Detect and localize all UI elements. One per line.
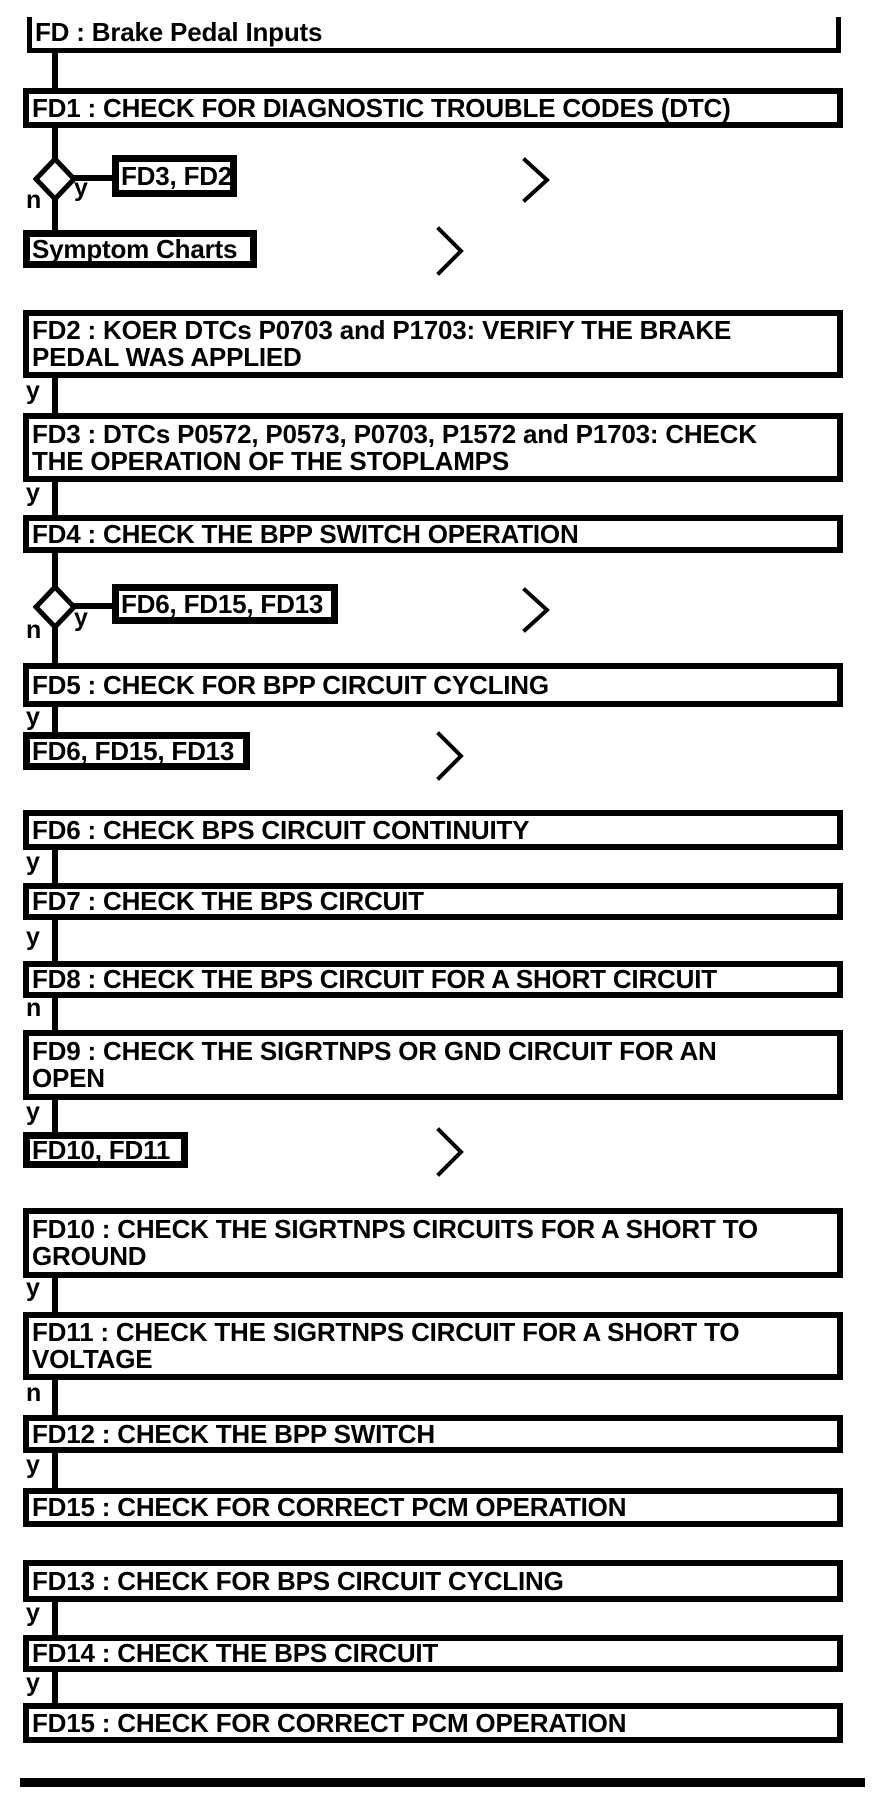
branch-target-box-fd1-yes: FD3, FD2	[112, 155, 237, 197]
step-box-fd3: FD3 : DTCs P0572, P0573, P0703, P1572 an…	[23, 413, 843, 482]
connector-line	[72, 603, 112, 609]
connector-line	[52, 850, 58, 883]
bottom-divider-rule	[20, 1778, 865, 1787]
step-box-fd15-a: FD15 : CHECK FOR CORRECT PCM OPERATION	[23, 1488, 843, 1527]
connector-line	[52, 378, 58, 413]
step-box-fd11: FD11 : CHECK THE SIGRTNPS CIRCUIT FOR A …	[23, 1312, 843, 1380]
chevron-right-icon	[522, 587, 550, 633]
connector-line	[52, 707, 58, 732]
edge-label-no: n	[26, 186, 42, 214]
step-box-fd8: FD8 : CHECK THE BPS CIRCUIT FOR A SHORT …	[23, 961, 843, 998]
chevron-right-icon	[436, 731, 464, 781]
edge-label-yes: y	[26, 1098, 40, 1126]
step-box-fd6: FD6 : CHECK BPS CIRCUIT CONTINUITY	[23, 810, 843, 850]
connector-line	[52, 1602, 58, 1635]
edge-label-no: n	[26, 1379, 42, 1407]
edge-label-yes: y	[26, 703, 40, 731]
chevron-right-icon	[436, 226, 464, 276]
connector-line	[52, 553, 58, 589]
connector-line	[72, 175, 112, 181]
connector-line	[52, 197, 58, 230]
step-box-fd5: FD5 : CHECK FOR BPP CIRCUIT CYCLING	[23, 663, 843, 707]
edge-label-yes: y	[26, 479, 40, 507]
edge-label-yes: y	[26, 848, 40, 876]
step-box-fd15-b: FD15 : CHECK FOR CORRECT PCM OPERATION	[23, 1703, 843, 1743]
edge-label-yes: y	[26, 923, 40, 951]
step-box-fd7: FD7 : CHECK THE BPS CIRCUIT	[23, 883, 843, 920]
connector-line	[52, 128, 58, 162]
edge-label-yes: y	[74, 604, 88, 632]
connector-line	[52, 920, 58, 961]
branch-target-box-fd1-no: Symptom Charts	[23, 230, 257, 268]
flow-title-box: FD : Brake Pedal Inputs	[27, 17, 841, 53]
connector-line	[52, 52, 58, 88]
step-box-fd9: FD9 : CHECK THE SIGRTNPS OR GND CIRCUIT …	[23, 1030, 843, 1100]
step-box-fd10: FD10 : CHECK THE SIGRTNPS CIRCUITS FOR A…	[23, 1208, 843, 1278]
connector-line	[52, 1278, 58, 1312]
connector-line	[52, 1453, 58, 1488]
edge-label-no: n	[26, 616, 42, 644]
step-box-fd13: FD13 : CHECK FOR BPS CIRCUIT CYCLING	[23, 1560, 843, 1602]
branch-target-box-fd4-yes: FD6, FD15, FD13	[112, 584, 338, 624]
step-box-fd4: FD4 : CHECK THE BPP SWITCH OPERATION	[23, 515, 843, 553]
edge-label-yes: y	[26, 1599, 40, 1627]
chevron-right-icon	[522, 157, 550, 203]
edge-label-yes: y	[74, 174, 88, 202]
connector-line	[52, 624, 58, 663]
connector-line	[52, 1380, 58, 1415]
step-box-fd14: FD14 : CHECK THE BPS CIRCUIT	[23, 1635, 843, 1672]
connector-line	[52, 998, 58, 1030]
connector-line	[52, 1672, 58, 1703]
edge-label-yes: y	[26, 1274, 40, 1302]
branch-target-box-fd9-yes: FD10, FD11	[23, 1132, 188, 1168]
step-box-fd2: FD2 : KOER DTCs P0703 and P1703: VERIFY …	[23, 310, 843, 378]
edge-label-no: n	[26, 994, 42, 1022]
edge-label-yes: y	[26, 1451, 40, 1479]
edge-label-yes: y	[26, 1669, 40, 1697]
branch-target-box-fd5-yes: FD6, FD15, FD13	[23, 732, 250, 770]
step-box-fd12: FD12 : CHECK THE BPP SWITCH	[23, 1415, 843, 1453]
chevron-right-icon	[436, 1127, 464, 1177]
connector-line	[52, 1100, 58, 1132]
connector-line	[52, 482, 58, 515]
step-box-fd1: FD1 : CHECK FOR DIAGNOSTIC TROUBLE CODES…	[23, 88, 843, 128]
edge-label-yes: y	[26, 377, 40, 405]
